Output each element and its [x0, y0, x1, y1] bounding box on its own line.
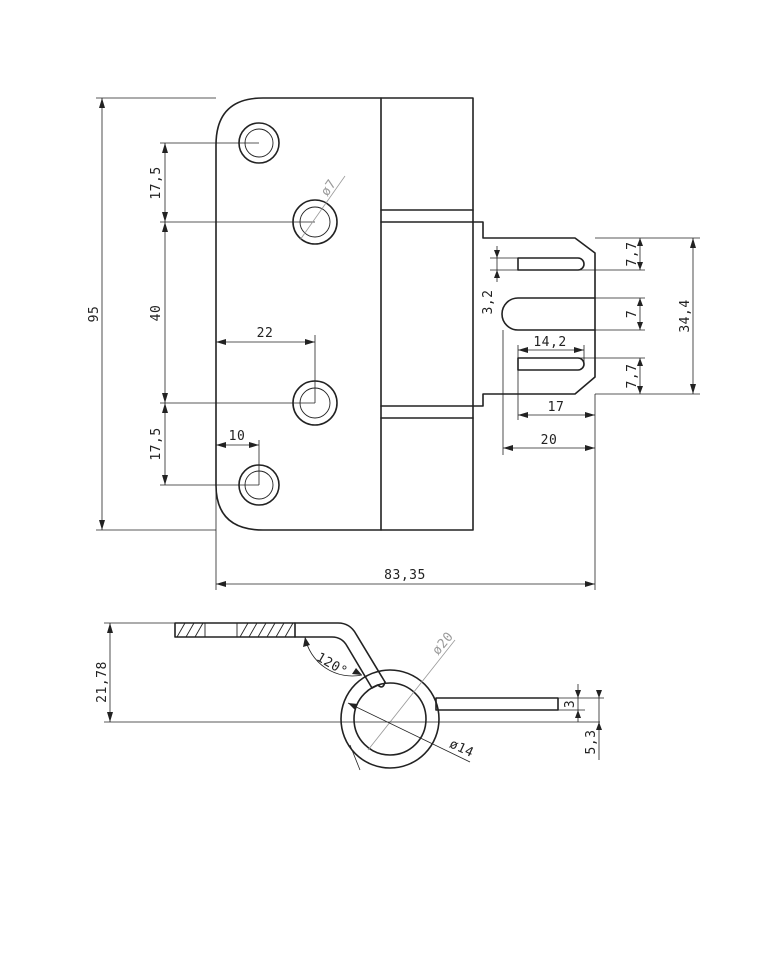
dim-slot-width-middle: 7 [625, 310, 640, 318]
dim-knuckle-inner: ø14 [447, 737, 476, 761]
dim-knuckle-outer: ø20 [430, 629, 458, 658]
dim-spacing-bottom: 17,5 [149, 427, 164, 460]
leaf-section [174, 622, 296, 638]
dim-hole-offset-x: 22 [257, 326, 274, 341]
knuckle-inner [353, 682, 427, 756]
dim-hole-edge-offset: 10 [229, 429, 246, 444]
dim-side-height: 21,78 [95, 661, 110, 703]
slot-2 [501, 297, 596, 331]
dim-slot-length: 14,2 [533, 335, 566, 350]
dim-slot-height-total: 34,4 [678, 299, 693, 332]
bent-arm [294, 622, 386, 683]
dim-slot-depth: 17 [548, 400, 565, 415]
knuckle-outer [340, 669, 440, 769]
slot-1 [517, 257, 585, 271]
slot-3 [517, 357, 585, 371]
dim-slot-gap: 3,2 [481, 290, 496, 315]
section-hatching [176, 622, 294, 638]
dim-side-angle: 120° [314, 650, 350, 680]
knuckle-slot-region [380, 209, 474, 419]
dim-width-total: 83,35 [384, 568, 426, 583]
dim-tab-width: 20 [541, 433, 558, 448]
dim-tab-thickness: 3 [563, 700, 578, 708]
dim-hole-diameter: ø7 [318, 177, 340, 199]
top-view: 95 17,5 40 17,5 22 10 ø7 83,35 34,4 7,7 … [87, 97, 700, 590]
tab-section [435, 697, 559, 711]
dim-knuckle-offset: 5,3 [584, 730, 599, 755]
side-view: 21,78 120° ø20 ø14 3 5,3 [95, 622, 604, 771]
dim-height-total: 95 [87, 306, 102, 323]
dim-slot-spacing-bottom: 7,7 [625, 364, 640, 389]
dim-spacing-middle: 40 [149, 305, 164, 322]
slotted-tab [472, 221, 596, 407]
dim-spacing-top: 17,5 [149, 166, 164, 199]
leaf-outline [215, 97, 474, 531]
dim-slot-spacing-top: 7,7 [625, 242, 640, 267]
